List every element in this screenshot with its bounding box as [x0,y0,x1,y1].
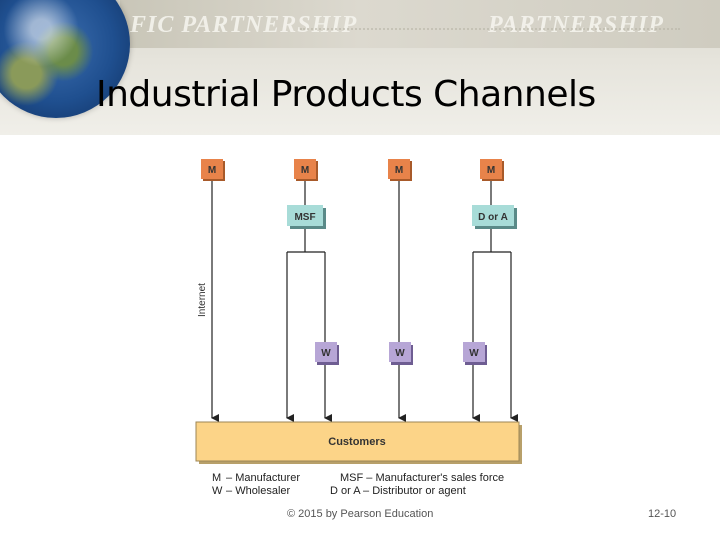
manufacturer-node-3-label: M [395,165,403,176]
slide-title: Industrial Products Channels [96,74,596,115]
legend-meaning: Manufacturer's sales force [375,472,505,484]
connector-lines [211,181,518,422]
wholesaler-node-1: W [315,342,339,365]
legend-item-msf: MSF – Manufacturer's sales force [340,472,504,485]
legend-dash: – [226,472,233,484]
banner-decoration [300,28,680,50]
manufacturer-nodes: M M M M [201,159,504,181]
legend-abbr: W [212,485,223,497]
internet-label: Internet [197,283,208,317]
legend-dash: – [226,485,233,497]
wholesaler-node-1-label: W [321,348,331,359]
msf-node: MSF [287,205,326,229]
legend-item-w: W– Wholesaler [212,485,290,498]
legend-item-da: D or A – Distributor or agent [330,485,466,498]
manufacturer-node-4-label: M [487,165,495,176]
manufacturer-node-3: M [388,159,412,181]
wholesaler-nodes: W W W [315,342,487,365]
wholesaler-node-2: W [389,342,413,365]
banner-band [120,0,720,48]
wholesaler-node-2-label: W [395,348,405,359]
intermediary-nodes: MSF D or A [287,205,517,229]
legend-meaning: Wholesaler [235,485,291,497]
legend-abbr: MSF [340,472,364,484]
msf-node-label: MSF [294,212,315,223]
distributor-agent-node-label: D or A [478,212,508,223]
banner-text-right: PARTNERSHIP [488,12,664,38]
legend-abbr: M [212,472,222,484]
manufacturer-node-1: M [201,159,225,181]
customers-node: Customers [195,421,522,464]
banner-text-left: FIC PARTNERSHIP [130,12,358,38]
legend-abbr: D or A [330,485,360,497]
footer-copyright: © 2015 by Pearson Education [287,508,434,520]
manufacturer-node-4: M [480,159,504,181]
legend-meaning: Manufacturer [235,472,300,484]
legend-dash: – [363,485,370,497]
footer-page-number: 12-10 [648,508,677,520]
manufacturer-node-1-label: M [208,165,216,176]
legend-dash: – [366,472,373,484]
header-banner: FIC PARTNERSHIP PARTNERSHIP [0,0,720,135]
customers-label: Customers [328,436,385,448]
legend-meaning: Distributor or agent [372,485,466,497]
manufacturer-node-2-label: M [301,165,309,176]
manufacturer-node-2: M [294,159,318,181]
distributor-agent-node: D or A [472,205,517,229]
legend-item-m: M– Manufacturer [212,472,300,485]
wholesaler-node-3-label: W [469,348,479,359]
wholesaler-node-3: W [463,342,487,365]
